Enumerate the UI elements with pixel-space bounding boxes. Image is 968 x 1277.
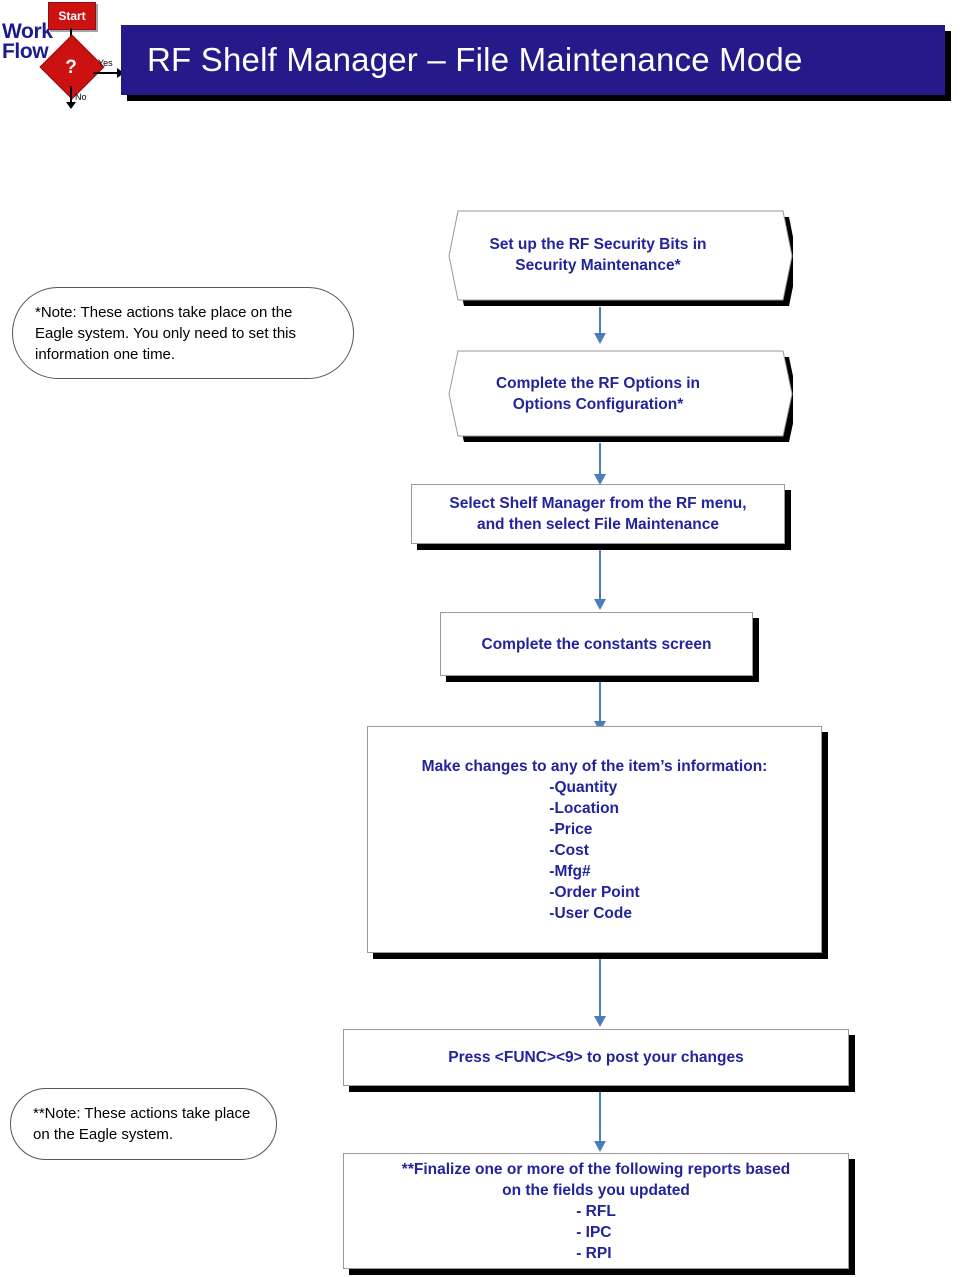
hexagon-shape bbox=[448, 210, 793, 306]
start-node-icon: Start bbox=[48, 2, 96, 30]
arrow-head-icon bbox=[594, 1141, 606, 1152]
list-item: - IPC bbox=[576, 1223, 612, 1241]
connector-line bbox=[599, 1092, 601, 1144]
node-label: Press <FUNC><9> to post your changes bbox=[448, 1049, 744, 1066]
node-item-list: -Quantity -Location -Price -Cost -Mfg# -… bbox=[549, 777, 639, 924]
report-list: - RFL - IPC - RPI bbox=[576, 1201, 616, 1264]
list-item: -Location bbox=[549, 799, 620, 817]
arrow-head-icon bbox=[594, 474, 606, 485]
note-body: **Note: These actions take place on the … bbox=[10, 1088, 277, 1160]
node-label: Select Shelf Manager from the RF menu, a… bbox=[412, 493, 784, 535]
node-label-line2: and then select File Maintenance bbox=[476, 516, 720, 533]
list-item: - RFL bbox=[576, 1202, 616, 1220]
node-label-line1: Set up the RF Security Bits in bbox=[489, 236, 707, 253]
logo-arrow-head-yes bbox=[117, 68, 124, 78]
connector-line bbox=[599, 443, 601, 477]
arrow-head-icon bbox=[594, 599, 606, 610]
logo-no-label: No bbox=[75, 92, 87, 102]
node-setup-security-bits: Set up the RF Security Bits in Security … bbox=[403, 203, 793, 307]
arrow-head-icon bbox=[594, 333, 606, 344]
list-item: -Mfg# bbox=[549, 862, 591, 880]
list-item: -Quantity bbox=[549, 778, 618, 796]
connector-line bbox=[599, 959, 601, 1019]
node-press-func-9: Press <FUNC><9> to post your changes bbox=[343, 1029, 849, 1086]
connector-line bbox=[599, 550, 601, 602]
list-item: -Price bbox=[549, 820, 593, 838]
node-label-line1: Select Shelf Manager from the RF menu, bbox=[449, 495, 747, 512]
node-finalize-reports: **Finalize one or more of the following … bbox=[343, 1153, 849, 1269]
workflow-logo-label: Work Flow bbox=[2, 20, 53, 63]
decision-diamond-label: ? bbox=[65, 57, 77, 78]
list-item: -Cost bbox=[549, 841, 589, 859]
node-label-line2: Security Maintenance* bbox=[515, 257, 681, 274]
page-title: RF Shelf Manager – File Maintenance Mode bbox=[121, 25, 945, 95]
arrow-head-icon bbox=[594, 1016, 606, 1027]
connector-line bbox=[599, 307, 601, 335]
logo-yes-label: Yes bbox=[98, 58, 113, 68]
node-label-line2: Options Configuration* bbox=[512, 396, 684, 413]
hexagon-shape bbox=[448, 350, 793, 442]
node-label: Complete the constants screen bbox=[481, 635, 712, 653]
node-select-shelf-manager: Select Shelf Manager from the RF menu, a… bbox=[411, 484, 785, 544]
node-label: Complete the RF Options in Options Confi… bbox=[458, 373, 739, 415]
node-label-heading-line1: **Finalize one or more of the following … bbox=[401, 1160, 791, 1178]
workflow-logo-label-line2: Flow bbox=[2, 40, 49, 63]
connector-line bbox=[599, 682, 601, 724]
workflow-logo: Work Flow Start ? Yes No bbox=[0, 0, 130, 112]
note-one-time: *Note: These actions take place on the E… bbox=[12, 287, 362, 387]
node-label: Make changes to any of the item’s inform… bbox=[368, 756, 821, 924]
logo-connector-line-no bbox=[70, 86, 72, 106]
list-item: -User Code bbox=[549, 904, 632, 922]
note-body: *Note: These actions take place on the E… bbox=[12, 287, 354, 379]
node-label-line1: Complete the RF Options in bbox=[495, 375, 701, 392]
logo-arrow-head-no bbox=[66, 102, 76, 109]
node-label-heading: Make changes to any of the item’s inform… bbox=[421, 757, 768, 775]
list-item: - RPI bbox=[576, 1244, 612, 1262]
node-complete-constants-screen: Complete the constants screen bbox=[440, 612, 753, 676]
list-item: -Order Point bbox=[549, 883, 640, 901]
node-make-changes: Make changes to any of the item’s inform… bbox=[367, 726, 822, 953]
logo-connector-line-yes bbox=[93, 72, 119, 74]
note-eagle-system: **Note: These actions take place on the … bbox=[10, 1088, 285, 1168]
node-label: Set up the RF Security Bits in Security … bbox=[458, 234, 739, 276]
node-complete-rf-options: Complete the RF Options in Options Confi… bbox=[403, 345, 793, 443]
node-label: **Finalize one or more of the following … bbox=[344, 1159, 848, 1264]
workflow-logo-label-line1: Work bbox=[2, 20, 53, 43]
node-label-heading-line2: on the fields you updated bbox=[502, 1181, 690, 1199]
